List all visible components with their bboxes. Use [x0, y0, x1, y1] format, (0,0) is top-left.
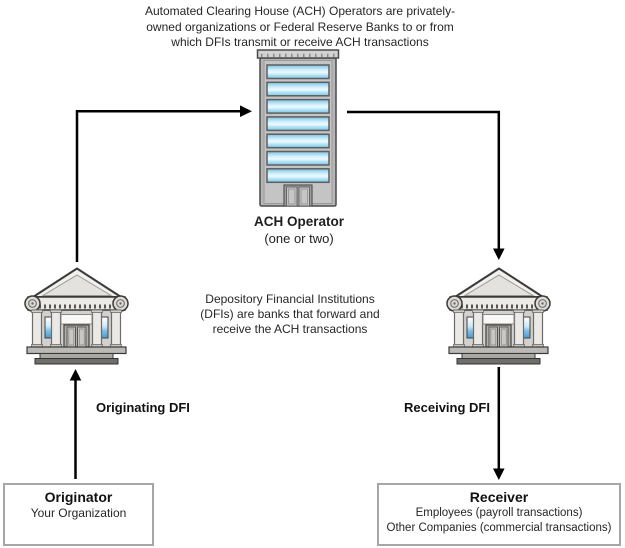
note-line: which DFIs transmit or receive ACH trans…	[171, 35, 429, 49]
receiver-box-line: Other Companies (commercial transactions…	[386, 522, 612, 534]
bank-building-icon-odfi	[24, 267, 129, 368]
office-building-icon	[256, 49, 340, 208]
note-line: Automated Clearing House (ACH) Operators…	[144, 4, 456, 18]
ach-operator-caption: ACH Operator (one or two)	[234, 213, 364, 247]
arrow-rdfi-to-receiver	[493, 367, 505, 480]
note-line: receive the ACH transactions	[212, 322, 368, 336]
arrow-operator-to-rdfi	[347, 110, 505, 260]
receiver-box-line: Employees (payroll transactions)	[415, 507, 583, 519]
note-line: owned organizations or Federal Reserve B…	[146, 19, 454, 34]
receiver-box-title: Receiver	[469, 489, 529, 505]
ach-operator-note: Automated Clearing House (ACH) Operators…	[85, 4, 515, 51]
receiver-box: Receiver Employees (payroll transactions…	[377, 483, 621, 546]
receiving-dfi-label: Receiving DFI	[404, 400, 490, 415]
ach-operator-title: ACH Operator	[253, 214, 344, 229]
arrow-originator-to-odfi	[69, 369, 82, 479]
originator-box-title: Originator	[44, 489, 113, 505]
note-line: Depository Financial Institutions	[205, 292, 375, 306]
originator-box-line: Your Organization	[30, 506, 127, 520]
note-line: (DFIs) are banks that forward and	[200, 307, 380, 321]
ach-operator-subtitle: (one or two)	[264, 231, 334, 246]
arrow-odfi-to-operator	[75, 105, 252, 262]
originator-box: Originator Your Organization	[3, 483, 154, 546]
dfi-note: Depository Financial Institutions (DFIs)…	[180, 292, 400, 337]
bank-building-icon-rdfi	[446, 267, 551, 368]
originating-dfi-label: Originating DFI	[96, 400, 190, 415]
